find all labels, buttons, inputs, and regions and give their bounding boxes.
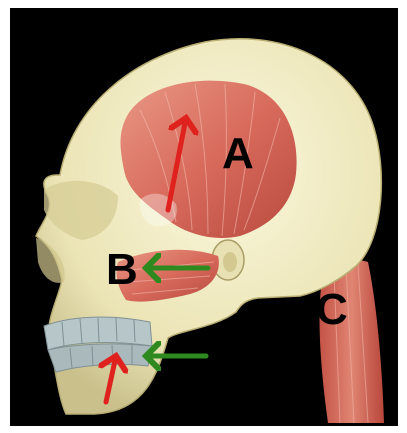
- label-c: C: [316, 285, 348, 334]
- label-b: B: [106, 245, 138, 294]
- label-a: A: [222, 129, 254, 178]
- jaw-joint-inner: [223, 252, 237, 272]
- teeth: [44, 317, 152, 372]
